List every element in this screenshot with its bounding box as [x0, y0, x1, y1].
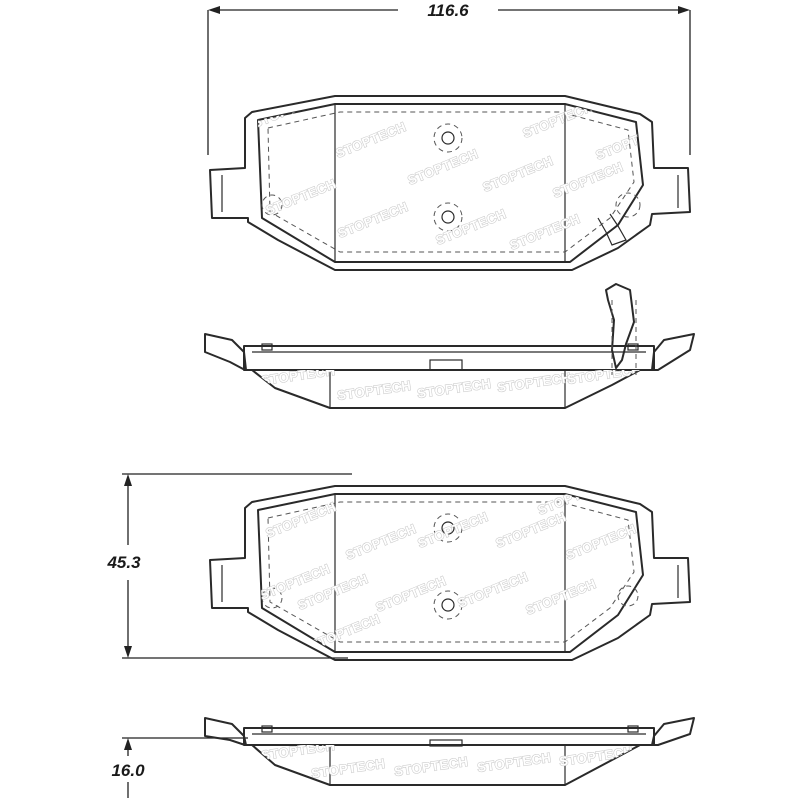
bottom-pad-face-view: STOPTECH STOPTECH STOPTECH STOPTECH STOP…: [209, 476, 691, 661]
bottom-pad-side-view: STOPTECH STOPTECH STOPTECH STOPTECH STOP…: [204, 717, 695, 786]
svg-text:STOPTECH: STOPTECH: [524, 576, 599, 618]
svg-text:STOPTECH: STOPTECH: [508, 211, 583, 253]
svg-text:STOPTECH: STOPTECH: [374, 573, 449, 615]
svg-text:STOPTECH: STOPTECH: [334, 119, 409, 161]
top-pad-hole-lower: [433, 202, 463, 232]
svg-text:STOPTECH: STOPTECH: [481, 153, 556, 195]
svg-text:STOPTECH: STOPTECH: [521, 99, 596, 141]
svg-text:STOPTECH: STOPTECH: [264, 499, 339, 541]
svg-text:STOPTECH: STOPTECH: [551, 159, 626, 201]
svg-text:STOPTECH: STOPTECH: [536, 476, 611, 518]
top-pad-hole-upper: [433, 123, 463, 153]
svg-text:STOPTECH: STOPTECH: [416, 376, 492, 401]
svg-text:STOPTECH: STOPTECH: [264, 176, 339, 218]
svg-text:STOPTECH: STOPTECH: [558, 744, 634, 769]
svg-text:STOPTECH: STOPTECH: [496, 370, 572, 395]
thickness-dimension-label: 16.0: [111, 761, 145, 780]
svg-text:STOPTECH: STOPTECH: [476, 750, 552, 775]
height-dimension: 45.3: [106, 473, 352, 659]
height-dimension-label: 45.3: [106, 553, 141, 572]
width-dimension: 116.6: [207, 1, 691, 155]
wear-sensor-clip: [597, 213, 627, 246]
bottom-pad-hole-upper: [433, 513, 463, 543]
svg-text:STOPTECH: STOPTECH: [456, 569, 531, 611]
svg-text:STOPTECH: STOPTECH: [308, 611, 383, 653]
svg-text:STOPTECH: STOPTECH: [566, 362, 642, 387]
svg-text:STOPTECH: STOPTECH: [260, 363, 336, 388]
svg-text:STOPTECH: STOPTECH: [310, 756, 386, 781]
svg-text:STOPTECH: STOPTECH: [494, 509, 569, 551]
svg-text:STOPTECH: STOPTECH: [564, 521, 639, 563]
svg-text:STOPTECH: STOPTECH: [260, 738, 336, 763]
svg-text:STOPTECH: STOPTECH: [336, 199, 411, 241]
top-pad-face-view: STOPTECH STOPTECH STOPTECH STOPTECH STOP…: [209, 95, 691, 271]
thickness-dimension: 16.0: [111, 737, 248, 798]
width-dimension-label: 116.6: [427, 1, 469, 20]
svg-text:STOPTECH: STOPTECH: [336, 378, 412, 403]
top-side-wear-sensor: [605, 283, 635, 369]
bottom-pad-hole-lower: [433, 590, 463, 620]
top-pad-side-view: STOPTECH STOPTECH STOPTECH STOPTECH STOP…: [204, 283, 695, 409]
svg-text:STOPTECH: STOPTECH: [416, 509, 491, 551]
svg-text:STOPTECH: STOPTECH: [406, 146, 481, 188]
svg-text:STOPTECH: STOPTECH: [393, 754, 469, 779]
svg-text:STOPTECH: STOPTECH: [344, 521, 419, 563]
